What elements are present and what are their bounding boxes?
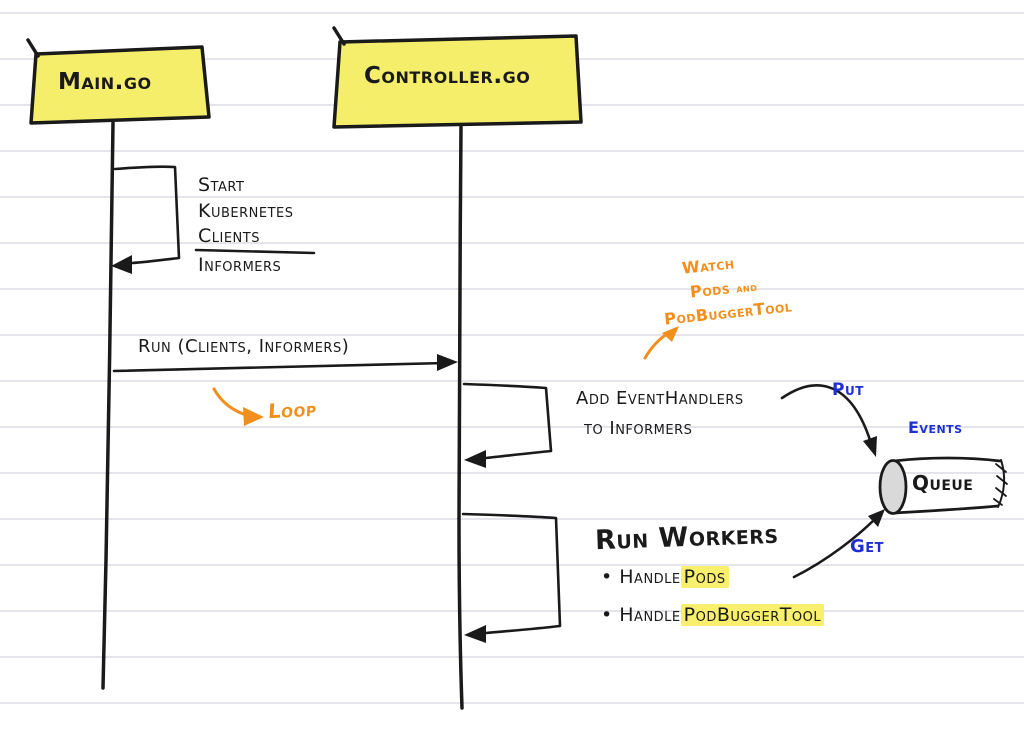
run-message-line <box>112 361 448 373</box>
start-call-line1: Start <box>198 174 245 196</box>
put-arrow <box>780 384 872 442</box>
get-arrowhead <box>868 509 885 527</box>
self-call-start-clients <box>113 165 181 265</box>
controller-lifeline <box>457 125 464 710</box>
main-box-tail <box>26 38 40 58</box>
add-handlers-arrowhead <box>464 450 486 468</box>
run-workers-arrowhead <box>464 625 486 643</box>
watch-arrowhead <box>662 326 679 342</box>
main-lifeline <box>101 121 115 690</box>
run-message-label: Run (Clients, Informers) <box>138 336 350 357</box>
add-handlers-activation <box>462 382 553 460</box>
controller-box-title: Controller.go <box>364 63 531 89</box>
put-arrowhead <box>863 436 877 457</box>
get-label: Get <box>850 536 885 557</box>
watch-note-and: and <box>735 280 758 296</box>
queue-right-hatch-4 <box>993 498 1003 506</box>
worker1-handle: Handle <box>619 566 681 588</box>
controller-box-shape <box>332 34 583 129</box>
bullet-dot-1: • <box>601 566 613 588</box>
bullet-dot-2: • <box>601 604 613 626</box>
add-handlers-line2: to Informers <box>584 418 693 439</box>
put-label: Put <box>832 380 864 400</box>
add-handlers-line1: Add EventHandlers <box>576 388 744 409</box>
get-arrow <box>792 516 878 579</box>
main-box-shape <box>29 45 211 125</box>
queue-body-top <box>892 456 1002 463</box>
clients-informers-divider <box>194 248 316 255</box>
worker2-target: PodBuggerTool <box>680 604 825 626</box>
start-call-line3: Clients <box>198 225 260 247</box>
start-call-line2: Kubernetes <box>198 200 294 222</box>
queue-body-bottom <box>892 504 1000 515</box>
queue-label: Queue <box>912 471 974 495</box>
worker2-handle: Handle <box>619 604 681 626</box>
queue-right-hatch-3 <box>995 487 1007 497</box>
main-box-title: Main.go <box>58 69 152 95</box>
worker1-target: Pods <box>680 566 729 588</box>
start-call-line4: Informers <box>198 254 282 276</box>
run-workers-title: Run Workers <box>594 518 780 557</box>
queue-left-cap <box>878 459 908 515</box>
controller-box-tail <box>332 26 346 46</box>
queue-right-hatch-2 <box>996 475 1008 485</box>
run-workers-activation <box>461 512 562 635</box>
loop-label: Loop <box>267 396 318 424</box>
events-label: Events <box>908 418 963 437</box>
loop-arrowhead <box>243 407 264 426</box>
run-message-arrowhead <box>437 354 458 371</box>
queue-right-hatch-1 <box>995 463 1007 473</box>
start-clients-arrowhead <box>111 255 132 274</box>
